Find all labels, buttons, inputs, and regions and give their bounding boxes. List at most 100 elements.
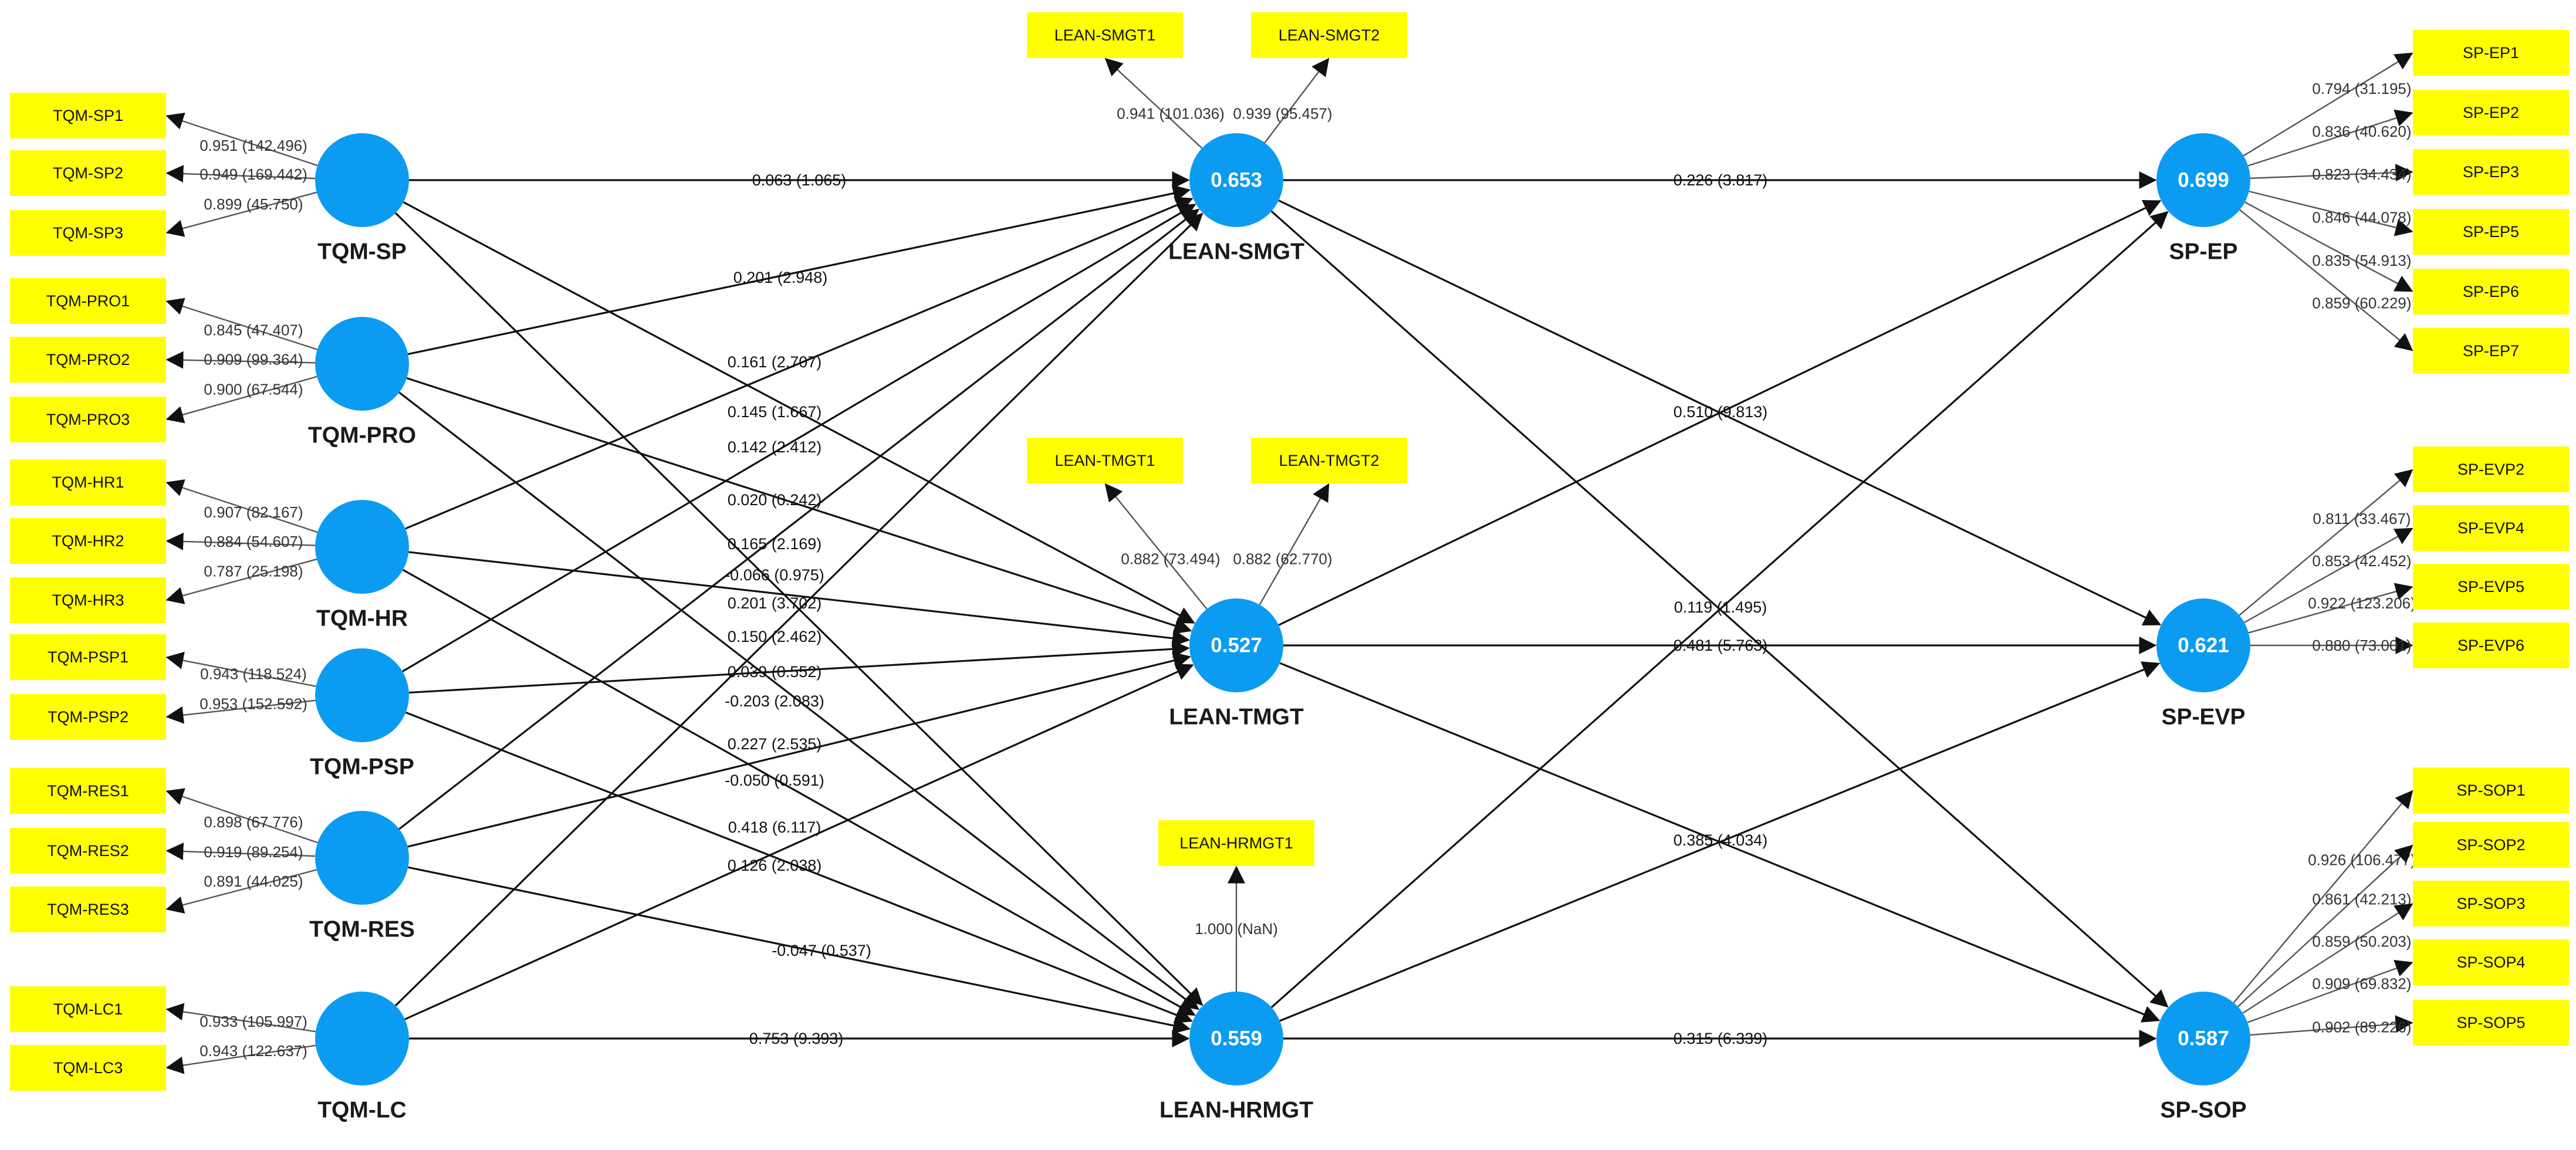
indicator-box-sp-sop2	[2413, 822, 2569, 868]
r-squared-lean-smgt: 0.653	[1211, 169, 1262, 192]
loading-arrow-sp-ep3	[2250, 164, 2413, 182]
indicator-label-sp-ep3: SP-EP3	[2463, 163, 2519, 181]
indicator-box-sp-sop3	[2413, 881, 2569, 926]
loading-value-sp-ep2: 0.836 (40.620)	[2312, 123, 2411, 140]
loading-value-lean-smgt1: 0.941 (101.036)	[1117, 105, 1225, 123]
loading-value-sp-ep3: 0.823 (34.434)	[2312, 165, 2411, 183]
indicator-box-tqm-pro1	[10, 278, 166, 324]
loading-arrow-tqm-psp1	[165, 651, 316, 687]
path-coefficient-tqm-psp-to-lean-hrmgt: 0.418 (6.117)	[728, 818, 822, 836]
path-coefficient-lean-tmgt-to-sp-ep: 0.510 (9.813)	[1674, 403, 1768, 421]
indicator-label-lean-smgt2: LEAN-SMGT2	[1279, 26, 1380, 44]
indicator-label-tqm-res1: TQM-RES1	[47, 782, 129, 800]
indicator-label-sp-evp4: SP-EVP4	[2457, 519, 2524, 537]
indicator-label-lean-smgt1: LEAN-SMGT1	[1054, 26, 1156, 44]
indicator-box-sp-ep6	[2413, 269, 2569, 314]
loading-value-sp-sop1: 0.926 (106.477)	[2308, 851, 2416, 868]
indicator-box-sp-evp2	[2413, 447, 2569, 492]
path-arrow-tqm-psp-to-lean-tmgt	[408, 640, 1190, 694]
loading-arrow-sp-ep1	[2243, 52, 2413, 157]
path-arrow-lean-hrmgt-to-sp-evp	[1279, 661, 2161, 1022]
path-coefficient-tqm-sp-to-lean-hrmgt: -0.066 (0.975)	[725, 566, 824, 584]
r-squared-lean-tmgt: 0.527	[1211, 634, 1262, 657]
indicator-label-sp-sop2: SP-SOP2	[2456, 836, 2525, 854]
indicator-box-tqm-lc3	[10, 1045, 166, 1091]
path-arrow-tqm-lc-to-lean-smgt	[394, 212, 1204, 1007]
indicator-box-tqm-pro3	[10, 397, 166, 442]
loading-value-tqm-sp1: 0.951 (142.496)	[200, 137, 307, 154]
r-squared-sp-sop: 0.587	[2178, 1027, 2229, 1050]
latent-circle-lean-tmgt	[1189, 598, 1283, 692]
indicator-box-tqm-res3	[10, 887, 166, 932]
path-coefficient-lean-tmgt-to-sp-sop: 0.385 (4.034)	[1674, 831, 1768, 849]
indicator-label-sp-sop3: SP-SOP3	[2456, 895, 2525, 912]
loading-arrow-tqm-pro1	[165, 297, 318, 350]
indicator-box-sp-evp6	[2413, 623, 2569, 668]
path-coefficient-tqm-pro-to-lean-tmgt: 0.020 (0.242)	[728, 491, 822, 509]
loading-value-tqm-pro3: 0.900 (67.544)	[204, 381, 303, 398]
loading-value-sp-sop5: 0.902 (89.226)	[2312, 1019, 2411, 1036]
r-squared-sp-ep: 0.699	[2178, 169, 2229, 192]
loading-arrow-sp-evp2	[2239, 469, 2413, 616]
loading-arrow-tqm-lc1	[165, 1003, 316, 1033]
loading-value-lean-tmgt1: 0.882 (73.494)	[1121, 550, 1220, 568]
indicator-box-tqm-res2	[10, 828, 166, 874]
path-coefficient-tqm-res-to-lean-smgt: 0.165 (2.169)	[728, 535, 822, 553]
loading-value-tqm-sp3: 0.899 (45.750)	[204, 195, 303, 213]
indicator-label-sp-evp5: SP-EVP5	[2457, 578, 2524, 596]
loading-arrow-tqm-hr2	[165, 532, 316, 550]
loading-value-sp-ep7: 0.859 (60.229)	[2312, 295, 2411, 312]
path-arrow-tqm-res-to-lean-tmgt	[407, 652, 1191, 848]
indicator-box-tqm-lc1	[10, 986, 166, 1032]
loading-value-lean-hrmgt1: 1.000 (NaN)	[1195, 920, 1278, 938]
loading-arrow-sp-ep2	[2247, 109, 2413, 167]
path-arrow-tqm-pro-to-lean-smgt	[407, 184, 1191, 356]
latent-name-sp-ep: SP-EP	[2169, 239, 2237, 265]
indicator-box-sp-sop5	[2413, 1000, 2569, 1046]
indicator-label-tqm-res2: TQM-RES2	[47, 842, 129, 860]
indicator-label-tqm-lc3: TQM-LC3	[53, 1059, 123, 1077]
indicator-box-tqm-hr3	[10, 577, 166, 623]
indicator-label-sp-ep1: SP-EP1	[2463, 44, 2519, 62]
indicator-label-tqm-pro3: TQM-PRO3	[46, 411, 130, 428]
path-arrow-tqm-hr-to-lean-tmgt	[408, 551, 1191, 647]
loading-arrow-sp-ep7	[2239, 209, 2413, 351]
latent-name-tqm-sp: TQM-SP	[317, 239, 407, 265]
indicator-label-tqm-lc1: TQM-LC1	[53, 1000, 123, 1018]
latent-circle-tqm-lc	[315, 992, 409, 1085]
indicator-box-sp-evp5	[2413, 564, 2569, 610]
loading-value-sp-evp4: 0.853 (42.452)	[2312, 552, 2411, 570]
indicator-box-sp-ep1	[2413, 30, 2569, 76]
loading-value-lean-smgt2: 0.939 (95.457)	[1233, 105, 1332, 123]
indicator-box-sp-sop1	[2413, 767, 2569, 813]
indicator-label-sp-sop1: SP-SOP1	[2456, 782, 2525, 799]
loading-value-tqm-psp1: 0.943 (118.524)	[200, 665, 307, 683]
loading-arrow-lean-tmgt2	[1259, 483, 1330, 606]
latent-name-lean-smgt: LEAN-SMGT	[1168, 239, 1304, 265]
indicator-box-tqm-hr1	[10, 459, 166, 505]
path-coefficient-tqm-pro-to-lean-smgt: 0.201 (2.948)	[733, 269, 828, 286]
indicator-label-lean-hrmgt1: LEAN-HRMGT1	[1179, 834, 1293, 852]
indicator-box-sp-ep5	[2413, 209, 2569, 255]
structural-paths	[394, 171, 2169, 1047]
path-coefficient-tqm-psp-to-lean-smgt: 0.142 (2.412)	[728, 438, 822, 456]
path-coefficient-tqm-hr-to-lean-tmgt: 0.201 (3.702)	[728, 594, 822, 612]
latent-name-tqm-pro: TQM-PRO	[308, 423, 416, 448]
path-coefficient-lean-smgt-to-sp-evp: 0.119 (1.495)	[1674, 598, 1767, 616]
latent-name-tqm-hr: TQM-HR	[316, 606, 408, 631]
loading-arrow-tqm-res2	[165, 843, 316, 861]
loading-arrow-tqm-sp1	[165, 112, 318, 167]
path-coefficient-lean-smgt-to-sp-ep: 0.226 (3.817)	[1674, 171, 1768, 189]
indicator-label-tqm-pro1: TQM-PRO1	[46, 292, 130, 310]
loading-value-tqm-hr3: 0.787 (25.198)	[204, 563, 303, 580]
indicator-label-sp-ep6: SP-EP6	[2463, 283, 2519, 300]
path-coefficient-labels: 0.063 (1.065)0.201 (2.948)0.161 (2.707)0…	[725, 171, 1767, 1047]
loading-arrow-sp-ep5	[2249, 190, 2413, 236]
indicator-box-lean-smgt1	[1027, 12, 1183, 58]
loading-arrow-sp-ep6	[2244, 201, 2413, 292]
latent-name-sp-sop: SP-SOP	[2160, 1098, 2246, 1123]
loading-arrow-sp-sop5	[2250, 1015, 2413, 1036]
latent-name-lean-tmgt: LEAN-TMGT	[1169, 705, 1304, 730]
latent-name-tqm-psp: TQM-PSP	[310, 755, 414, 780]
loading-arrow-tqm-hr1	[165, 479, 318, 533]
